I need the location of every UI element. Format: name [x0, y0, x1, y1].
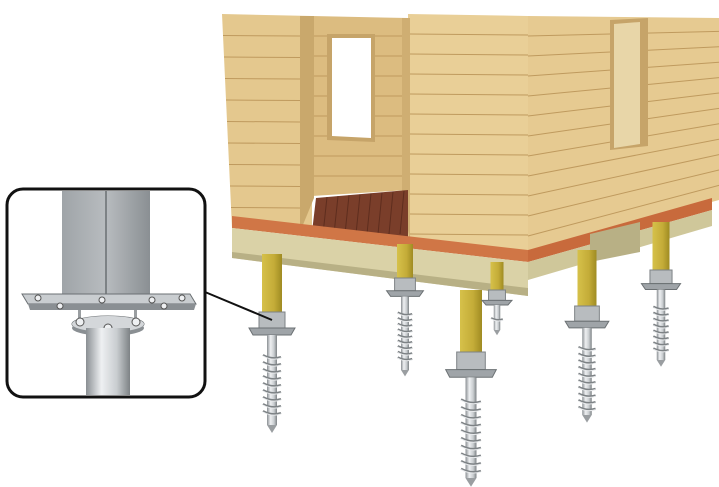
pile-flange: [248, 327, 296, 336]
pile-flange: [640, 283, 682, 291]
pile-flange: [444, 369, 498, 378]
wall-inner-left: [300, 16, 314, 232]
pile-post: [577, 250, 597, 306]
beam-back: [590, 222, 640, 262]
pile-post: [652, 222, 670, 270]
screw-pile-middle-left: [385, 244, 425, 377]
pile-flange: [564, 320, 610, 329]
pile-thread: [262, 354, 282, 416]
pile-socket: [394, 277, 416, 292]
pile-socket: [574, 305, 600, 322]
floor-deck: [312, 190, 408, 240]
pile-shaft: [401, 296, 409, 370]
screw-pile-front-right: [564, 250, 610, 423]
pile-post: [262, 254, 282, 312]
pile-shaft: [582, 327, 592, 415]
inset-pile-shaft: [86, 328, 130, 395]
windows: [327, 18, 648, 150]
screw-pile-back-right: [640, 222, 682, 367]
pile-tip: [401, 370, 409, 377]
pile-tip: [267, 425, 277, 433]
callout-line: [204, 291, 273, 321]
pile-socket: [488, 289, 506, 301]
wall-inner-right: [402, 18, 410, 244]
pile-shaft: [465, 377, 477, 478]
screw-pile-middle-center: [480, 262, 514, 336]
pile-shaft: [656, 289, 666, 360]
detail-inset: [5, 187, 273, 399]
pile-flange: [480, 299, 514, 306]
wall-right-front: [408, 14, 528, 252]
screw-pile-front-left: [248, 254, 296, 433]
pile-socket: [456, 351, 486, 371]
screw-piles: [248, 222, 682, 487]
pile-tip: [656, 360, 666, 367]
inset-top-bolts: [34, 294, 186, 310]
inset-top-plate: [21, 293, 197, 305]
pile-thread: [490, 317, 504, 322]
pile-post: [397, 244, 413, 278]
pile-tip: [582, 415, 592, 423]
beam-front-shadow: [232, 252, 528, 296]
pile-thread: [577, 345, 596, 412]
pile-flange: [385, 290, 425, 297]
floor-board-lines: [322, 190, 405, 235]
pile-thread: [460, 398, 482, 474]
rim-joist-front: [232, 216, 528, 262]
window-glass-right: [614, 22, 640, 148]
pile-thread: [652, 305, 669, 353]
window-glass-left: [332, 38, 371, 138]
pile-tip: [465, 478, 477, 487]
pile-post: [490, 262, 504, 290]
pile-tip: [493, 330, 501, 336]
pile-shaft: [493, 304, 501, 330]
screw-pile-front-center: [444, 290, 498, 487]
wall-left-front: [222, 14, 312, 232]
pile-post: [460, 290, 482, 352]
pile-thread: [397, 311, 413, 362]
pile-socket: [649, 269, 673, 285]
